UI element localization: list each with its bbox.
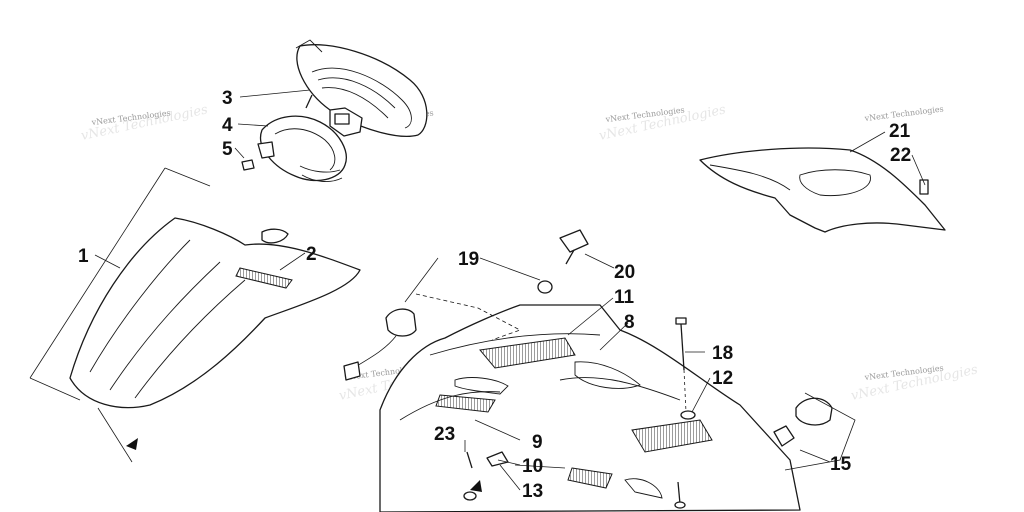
lock-15 bbox=[773, 392, 856, 471]
bracket-1 bbox=[29, 167, 211, 463]
leader-lines bbox=[94, 89, 926, 491]
bezel bbox=[257, 115, 347, 182]
arrow-marker-1 bbox=[126, 438, 138, 450]
callout-23: 23 bbox=[434, 424, 455, 445]
headlight-assembly bbox=[295, 39, 428, 137]
callouts: 1 2 3 4 5 8 9 10 11 12 13 15 18 19 20 21… bbox=[78, 88, 911, 502]
bolt-23 bbox=[463, 451, 686, 509]
callout-3: 3 bbox=[222, 88, 233, 109]
callout-4: 4 bbox=[222, 115, 233, 136]
callout-1: 1 bbox=[78, 246, 89, 267]
rear-body bbox=[379, 304, 801, 512]
callout-22: 22 bbox=[890, 145, 911, 166]
callout-2: 2 bbox=[306, 244, 317, 265]
callout-12: 12 bbox=[712, 368, 733, 389]
callout-5: 5 bbox=[222, 139, 233, 160]
callout-19: 19 bbox=[458, 249, 479, 270]
callout-20: 20 bbox=[614, 262, 635, 283]
ignition-key bbox=[559, 229, 589, 265]
callout-9: 9 bbox=[532, 432, 543, 453]
connector-19 bbox=[343, 280, 553, 381]
callout-10: 10 bbox=[522, 456, 543, 477]
part-5-clip bbox=[241, 159, 255, 171]
rear-panel bbox=[699, 147, 946, 233]
callout-13: 13 bbox=[522, 481, 543, 502]
bolt-18 bbox=[675, 317, 696, 420]
arrow-marker-2 bbox=[470, 480, 482, 492]
callout-8: 8 bbox=[624, 312, 635, 333]
callout-15: 15 bbox=[830, 454, 852, 475]
callout-21: 21 bbox=[889, 121, 911, 142]
callout-18: 18 bbox=[712, 343, 733, 364]
callout-11: 11 bbox=[614, 287, 635, 308]
